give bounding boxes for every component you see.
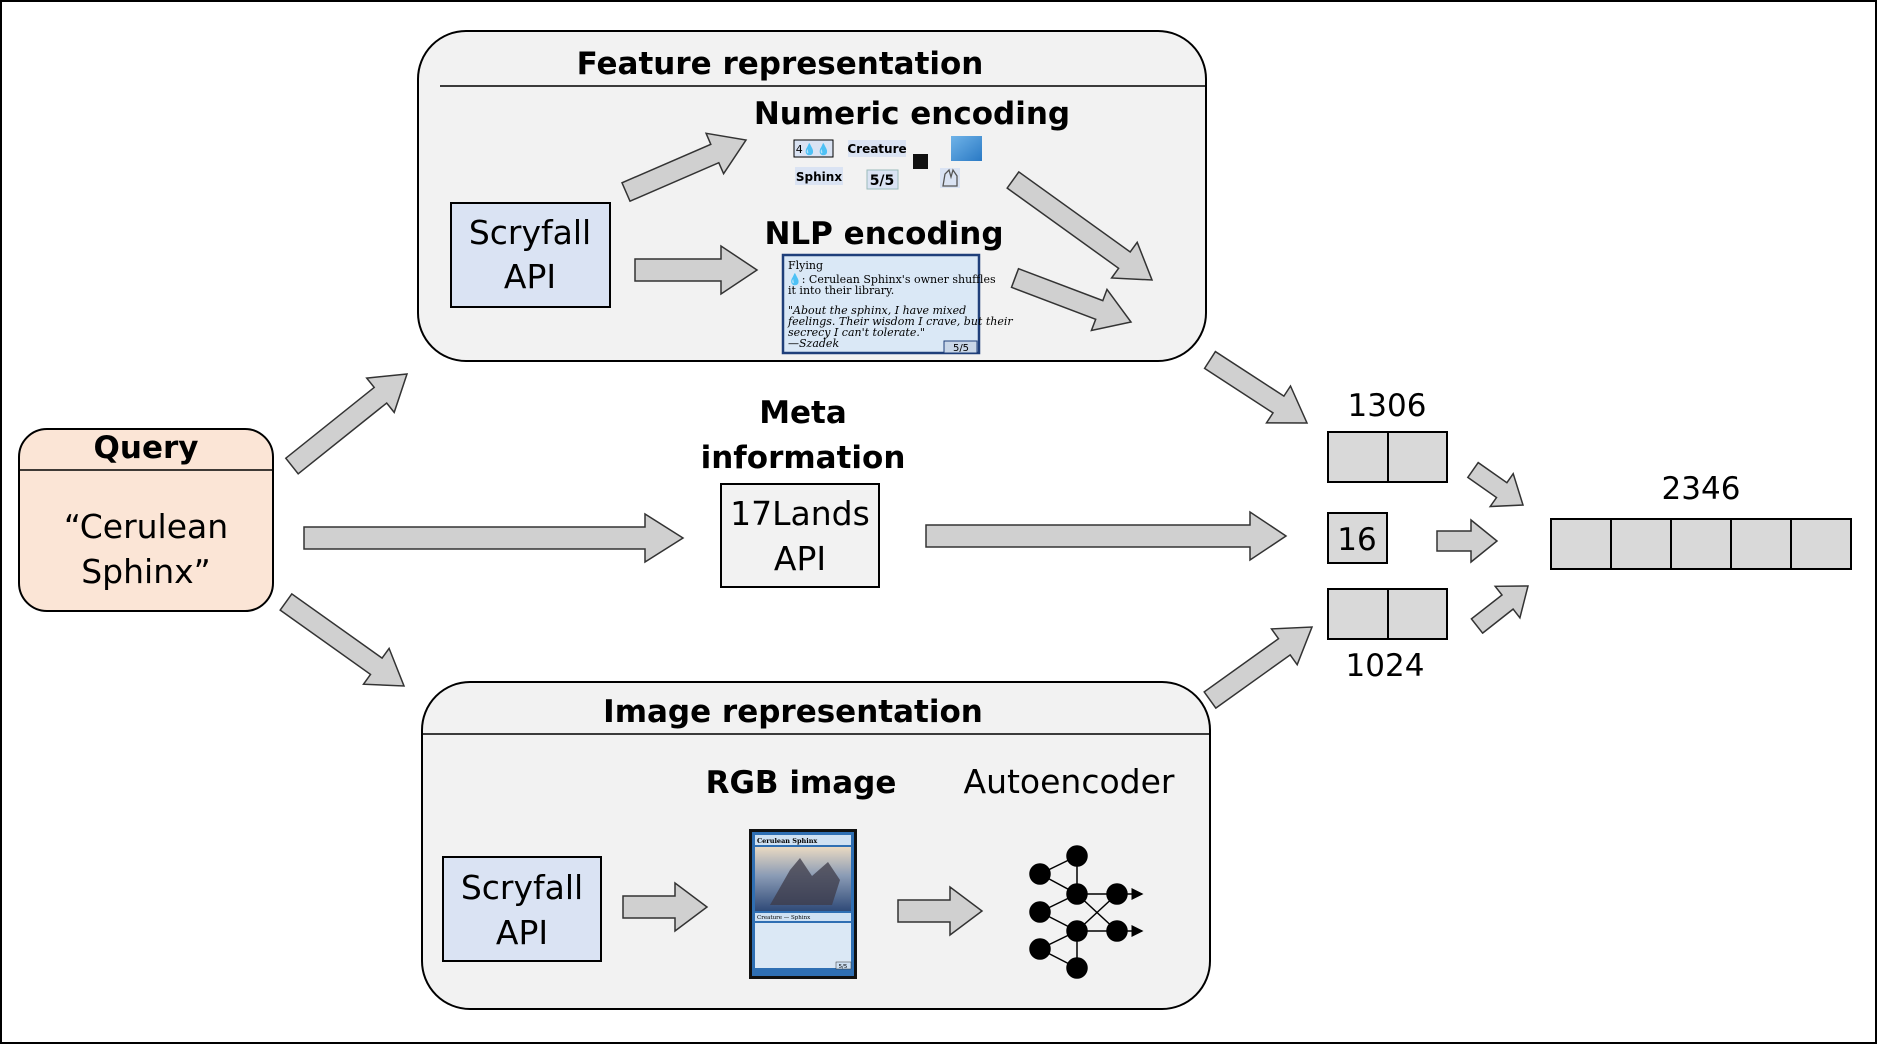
card-name-text: Cerulean Sphinx	[757, 837, 817, 845]
mana-cost-text: 4💧💧	[796, 143, 830, 156]
feature-vector-size: 1306	[1348, 388, 1427, 424]
image-vector: 1024	[1327, 588, 1448, 684]
meta-title-line1: Meta	[759, 395, 847, 431]
image-representation-panel: Image representation Scryfall API RGB im…	[421, 681, 1211, 1010]
meta-information: Meta information 17Lands API	[701, 395, 906, 588]
arrow-query-to-meta	[303, 512, 685, 564]
feature-representation-panel: Feature representation Scryfall API Nume…	[417, 30, 1207, 362]
feature-scryfall-label: Scryfall	[469, 213, 591, 252]
arrow-meta-to-vector	[925, 510, 1288, 562]
numeric-encoding-title: Numeric encoding	[754, 96, 1070, 132]
feature-vector: 1306	[1327, 388, 1448, 483]
arrow-vec1024-to-combined	[1470, 585, 1529, 635]
type-text: Creature	[847, 142, 906, 156]
card-pt-text: 5/5	[839, 964, 848, 970]
subtype-text: Sphinx	[796, 170, 842, 184]
arrow-query-to-image	[279, 592, 406, 687]
nlp-text-line: secrecy I can't tolerate."	[788, 326, 925, 339]
image-api-label: API	[496, 913, 548, 952]
combined-vector-size: 2346	[1662, 471, 1741, 507]
numeric-features: 4💧💧 Creature Sphinx 5/5	[793, 136, 982, 190]
color-swatch-icon	[951, 136, 982, 161]
17lands-api-box	[720, 483, 880, 588]
nlp-text-line: feelings. Their wisdom I crave, but thei…	[787, 315, 1013, 328]
nlp-card-textbox: Flying 💧: Cerulean Sphinx's owner shuffl…	[781, 253, 1013, 355]
nlp-text-line: "About the sphinx, I have mixed	[788, 304, 966, 317]
arrow-rgb-to-autoencoder	[897, 885, 984, 937]
card-type-text: Creature — Sphinx	[757, 915, 811, 921]
nlp-text-line: Flying	[788, 259, 823, 272]
arrow-numeric-to-output	[1006, 170, 1154, 281]
arrow-query-to-feature	[284, 373, 409, 475]
feature-api-label: API	[504, 257, 556, 296]
rgb-image-label: RGB image	[706, 765, 897, 801]
autoencoder-label: Autoencoder	[964, 762, 1175, 801]
image-scryfall-api-box	[442, 856, 602, 962]
arrow-image-to-vector	[1203, 626, 1314, 710]
feature-panel-title: Feature representation	[577, 46, 984, 82]
image-panel-title: Image representation	[603, 694, 983, 730]
flow-arrows	[279, 132, 1529, 937]
meta-title-line2: information	[701, 440, 906, 476]
arrow-scryfall-to-nlp	[634, 244, 759, 296]
artist-hand-icon	[940, 168, 960, 188]
neural-network-icon	[1029, 845, 1144, 979]
nlp-text-line: it into their library.	[788, 284, 894, 297]
meta-vector: 16	[1327, 512, 1388, 564]
query-text-line1: “Cerulean	[64, 507, 228, 546]
meta-vector-size: 16	[1337, 522, 1376, 558]
arrow-vec1306-to-combined	[1466, 461, 1525, 508]
card-image: Cerulean Sphinx Creature — Sphinx 5/5	[749, 829, 857, 979]
17lands-api-label: API	[774, 539, 826, 578]
nlp-pt-text: 5/5	[953, 343, 969, 354]
arrow-scryfall-to-numeric	[621, 132, 748, 203]
feature-scryfall-api-box	[450, 202, 611, 308]
arrow-feature-to-vector	[1203, 350, 1309, 424]
arrow-vec16-to-combined	[1436, 518, 1499, 564]
power-toughness-text: 5/5	[870, 173, 895, 189]
nlp-text-line: 💧: Cerulean Sphinx's owner shuffles	[788, 273, 996, 286]
image-scryfall-label: Scryfall	[461, 868, 583, 907]
combined-vector: 2346	[1550, 471, 1852, 570]
type-chip	[848, 140, 906, 157]
17lands-label: 17Lands	[730, 494, 870, 533]
set-symbol-icon	[913, 154, 928, 169]
arrow-api-to-rgb	[622, 881, 709, 933]
image-vector-size: 1024	[1346, 648, 1425, 684]
nlp-encoding-title: NLP encoding	[764, 216, 1003, 252]
power-toughness-chip	[866, 169, 899, 190]
subtype-chip	[795, 167, 843, 185]
arrow-nlp-to-output	[1010, 267, 1133, 332]
query-title: Query	[94, 430, 199, 466]
mana-cost-chip	[793, 139, 834, 158]
query-text-line2: Sphinx”	[81, 552, 211, 591]
query-box: Query “Cerulean Sphinx”	[18, 428, 274, 612]
nlp-text-line: —Szadek	[788, 337, 839, 350]
